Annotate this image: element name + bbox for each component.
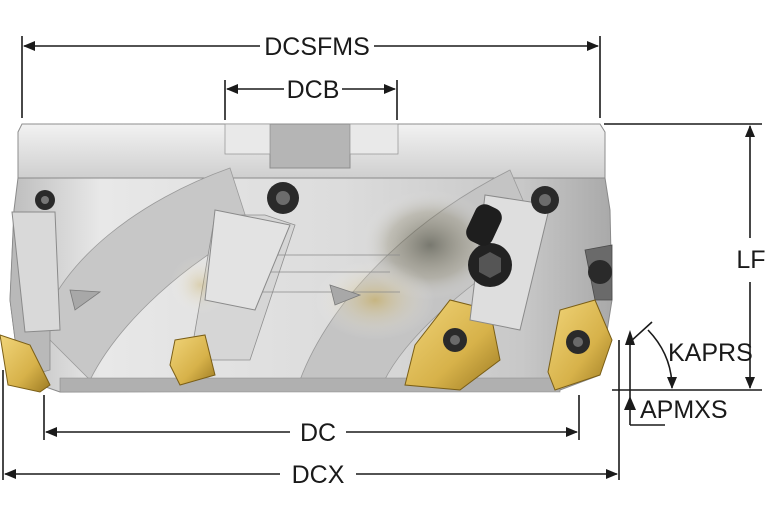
label-kaprs: KAPRS: [668, 339, 753, 367]
dimension-lf: LF: [736, 125, 766, 389]
label-dcsfms: DCSFMS: [264, 33, 370, 61]
clamp-screws: [35, 182, 612, 287]
screw-5: [588, 260, 612, 284]
label-dc: DC: [300, 419, 336, 447]
dimension-dcsfms: DCSFMS: [23, 33, 599, 61]
dimension-kaprs: KAPRS: [625, 321, 753, 389]
insert-center: [404, 299, 501, 391]
dimension-apmxs: APMXS: [624, 396, 728, 424]
label-dcb: DCB: [287, 76, 340, 104]
label-dcx: DCX: [292, 461, 345, 489]
insert-right: [547, 299, 613, 391]
label-apmxs: APMXS: [640, 396, 728, 424]
chip-pocket-1: [39, 167, 251, 381]
label-lf: LF: [736, 246, 765, 274]
keyway-slot: [269, 123, 351, 169]
dimension-dcb: DCB: [226, 76, 396, 104]
dimension-dcx: DCX: [4, 461, 618, 489]
dimension-dc: DC: [45, 419, 578, 447]
dimension-lines: [2, 36, 762, 480]
insert-left: [0, 334, 51, 393]
insert-center-left: [169, 334, 216, 386]
